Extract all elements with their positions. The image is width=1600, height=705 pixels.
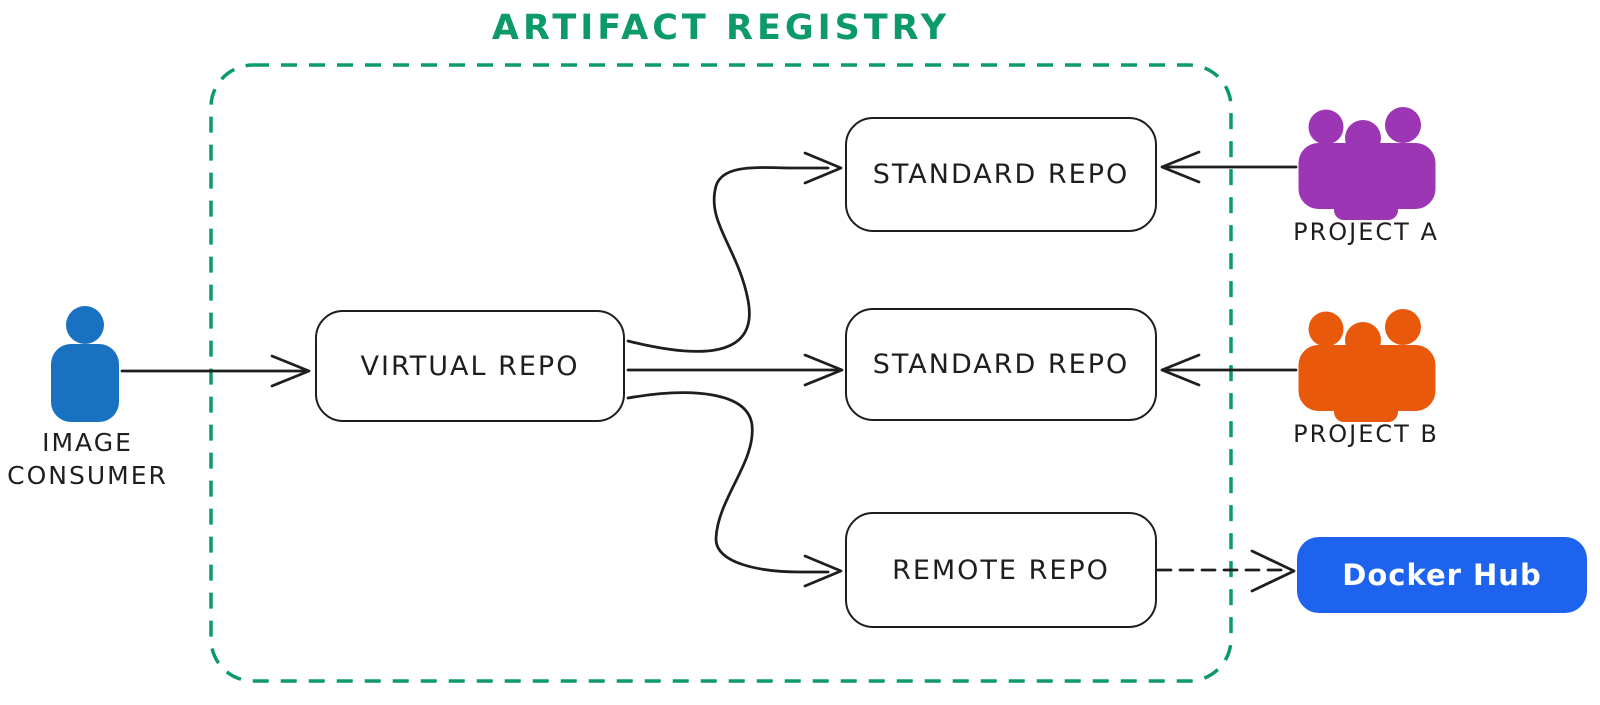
project-a-label: PROJECT A <box>1293 218 1439 246</box>
edge-remote-repo-to-docker-hub <box>1156 549 1296 593</box>
person-body <box>51 344 119 422</box>
standard-repo-mid-label: STANDARD REPO <box>872 349 1130 380</box>
remote-repo-node: REMOTE REPO <box>845 512 1157 628</box>
group-body <box>1298 143 1436 209</box>
group-body-tab <box>1334 398 1398 422</box>
group-head-left <box>1308 109 1344 145</box>
image-consumer-label: IMAGE CONSUMER <box>0 426 175 492</box>
person-icon <box>51 306 119 422</box>
image-consumer-label-line1: IMAGE <box>42 428 133 457</box>
project-b-label: PROJECT B <box>1293 420 1439 448</box>
standard-repo-mid-node: STANDARD REPO <box>845 308 1157 421</box>
edge-virtual-repo-to-standard-repo-mid <box>626 353 844 387</box>
group-head-right <box>1385 309 1421 345</box>
standard-repo-top-label: STANDARD REPO <box>872 159 1130 190</box>
virtual-repo-label: VIRTUAL REPO <box>360 350 580 382</box>
docker-hub-label: Docker Hub <box>1342 558 1542 592</box>
artifact-registry-boundary <box>209 63 1233 683</box>
virtual-repo-node: VIRTUAL REPO <box>315 310 625 422</box>
group-head-left <box>1308 311 1344 347</box>
standard-repo-top-node: STANDARD REPO <box>845 117 1157 232</box>
edge-virtual-repo-to-standard-repo-top <box>626 151 843 353</box>
group-body <box>1298 345 1436 411</box>
remote-repo-label: REMOTE REPO <box>892 554 1110 586</box>
edge-project-a-to-standard-repo-top <box>1160 150 1298 184</box>
diagram-title: ARTIFACT REGISTRY <box>491 8 951 48</box>
people-group-icon <box>1298 107 1436 220</box>
group-body-tab <box>1334 196 1398 220</box>
person-head <box>66 306 104 344</box>
edge-project-b-to-standard-repo-mid <box>1160 353 1298 387</box>
group-head-right <box>1385 107 1421 143</box>
edge-virtual-repo-to-remote-repo <box>626 391 843 588</box>
image-consumer-label-line2: CONSUMER <box>7 461 168 490</box>
edge-image-consumer-to-virtual-repo <box>120 354 311 388</box>
people-group-icon <box>1298 309 1436 422</box>
docker-hub-node: Docker Hub <box>1297 537 1587 613</box>
